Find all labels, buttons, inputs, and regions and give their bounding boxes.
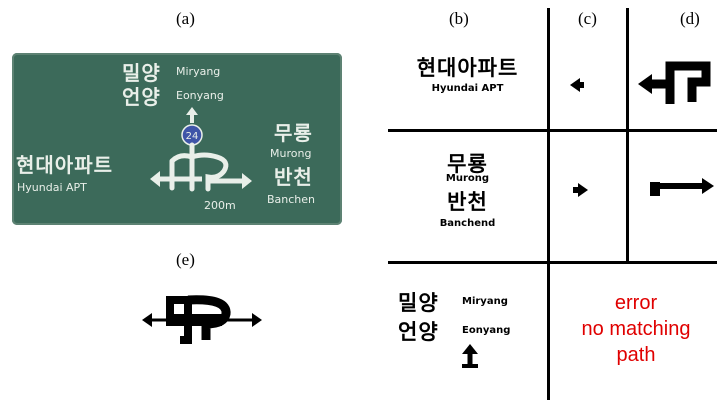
error-line-2: no matching <box>581 318 691 340</box>
sign-right-ko-1: 무룡 <box>274 121 313 145</box>
label-b: (b) <box>449 9 469 28</box>
row1-en-text: Hyundai APT <box>431 83 504 94</box>
error-line-3: path <box>616 344 656 366</box>
row3-en-text-2: Eonyang <box>462 325 511 336</box>
sign-route-arrows: 24 <box>150 107 252 192</box>
sign-distance: 200m <box>204 199 236 212</box>
error-line-1: error <box>614 292 658 314</box>
label-c: (c) <box>578 9 597 28</box>
row3-ko-text-2: 언양 <box>398 320 439 344</box>
sign-top-ko-2: 언양 <box>122 85 161 109</box>
sign-left-ko: 현대아파트 <box>16 153 113 177</box>
route-number: 24 <box>186 131 199 142</box>
row3-en-text-1: Miryang <box>462 296 508 307</box>
road-sign-photo: 밀양 Miryang 언양 Eonyang 무룡 Murong 반천 Banch… <box>12 53 342 225</box>
row3-straight-arrow-icon <box>462 344 478 368</box>
label-d: (d) <box>680 9 700 28</box>
error-message: error no matching path <box>556 290 716 368</box>
long-right-arrow-icon <box>650 178 714 196</box>
left-then-up-arrow-icon <box>638 61 711 104</box>
sign-top-en-1: Miryang <box>176 65 221 78</box>
sign-left-en: Hyundai APT <box>17 181 87 194</box>
table-vertical-line-1 <box>547 8 550 400</box>
left-arrow-icon <box>570 78 584 92</box>
sign-top-ko-1: 밀양 <box>122 61 161 85</box>
row2-ko-text-2: 반천 <box>447 190 488 214</box>
row3-ko-text-1: 밀양 <box>398 291 439 315</box>
row2-ko-text-1: 무룡 <box>447 152 488 176</box>
label-a: (a) <box>176 9 195 28</box>
row1-ko-text: 현대아파트 <box>416 56 519 80</box>
table-horizontal-line-1 <box>388 129 717 132</box>
sign-right-ko-2: 반천 <box>274 165 313 189</box>
sign-right-en-1: Murong <box>270 147 312 160</box>
row2-en-text-1: Murong <box>445 173 490 184</box>
sign-top-en-2: Eonyang <box>176 89 224 102</box>
sign-right-en-2: Banchen <box>267 193 316 206</box>
combined-arrow-icon <box>142 295 262 344</box>
row2-en-text-2: Banchend <box>439 218 496 229</box>
label-e: (e) <box>176 250 195 269</box>
table-vertical-line-2 <box>626 8 629 262</box>
table-horizontal-line-2 <box>388 261 717 264</box>
right-arrow-icon <box>573 183 588 197</box>
